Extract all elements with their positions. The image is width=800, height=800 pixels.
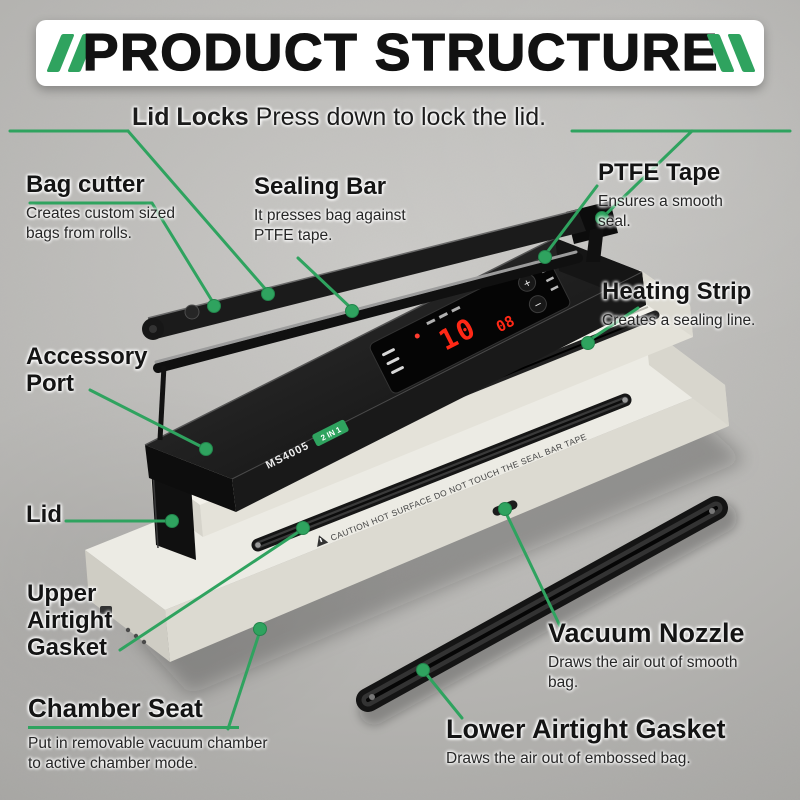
- heating-strip-title: Heating Strip: [602, 278, 752, 305]
- lidlocks-left-pointer: [126, 129, 270, 294]
- body-front-face: [200, 305, 693, 537]
- callout-heating-strip: Heating Strip Creates a sealing line.: [602, 278, 792, 331]
- base-left-face: [85, 550, 170, 662]
- accessory-port-title: Accessory Port: [26, 343, 148, 397]
- body-right-face: [640, 270, 693, 337]
- bag-cutter-title: Bag cutter: [26, 171, 145, 198]
- callout-dot-lid: [165, 514, 179, 528]
- lower-airtight-gasket-desc: Draws the air out of embossed bag.: [446, 750, 691, 768]
- base-port: [100, 606, 112, 614]
- callout-vacuum-nozzle: Vacuum Nozzle Draws the air out of smoot…: [548, 618, 758, 693]
- callout-dots: [165, 211, 609, 677]
- callout-lower-airtight-gasket: Lower Airtight Gasket Draws the air out …: [446, 714, 726, 769]
- lid-front-face: [232, 272, 646, 512]
- gasket-screw: [709, 508, 715, 514]
- callout-lid: Lid: [26, 501, 62, 529]
- base-right-face: [645, 325, 729, 426]
- vent-hole: [125, 627, 131, 633]
- ptfe-tape-strip: [154, 250, 578, 364]
- minus-button: [528, 295, 547, 314]
- callout-lid-locks: Lid Locks Press down to lock the lid.: [132, 103, 546, 132]
- upper-airtight-gasket-title: Upper Airtight Gasket: [27, 580, 113, 661]
- callout-dot-lidlock-left: [261, 287, 275, 301]
- sealing-bar-desc: It presses bag against PTFE tape.: [254, 206, 406, 244]
- callout-dot-bag-cutter: [207, 299, 221, 313]
- hinge-connector: [586, 226, 604, 262]
- ptfe-tape-title: PTFE Tape: [598, 159, 721, 186]
- lidlocks-right-pointer: [600, 129, 694, 220]
- callout-ptfe-tape: PTFE Tape Ensures a smooth seal.: [598, 159, 728, 232]
- panel-surface: [369, 256, 571, 394]
- panel-icon: [545, 276, 555, 283]
- chamber-seat-title: Chamber Seat: [28, 693, 239, 730]
- lower-gasket-pointer: [421, 668, 464, 720]
- callout-lines: [8, 129, 792, 731]
- vent-hole: [141, 639, 147, 645]
- upper-gasket-pointer: [118, 527, 305, 652]
- panel-icon: [426, 318, 436, 326]
- callout-bag-cutter: Bag cutter Creates custom sized bags fro…: [26, 171, 176, 244]
- sealing-bar-title: Sealing Bar: [254, 173, 387, 200]
- ptfe-pointer: [543, 184, 599, 257]
- cutter-bar: [148, 210, 586, 339]
- badge-chip: [312, 419, 349, 447]
- callout-dot-vacuum: [498, 502, 512, 516]
- chamber-pointer: [226, 629, 262, 731]
- lid-title: Lid: [26, 501, 62, 528]
- callout-dot-lidlock-right: [595, 211, 609, 225]
- callout-dot-lower-gasket: [416, 663, 430, 677]
- lid-locks-title: Lid Locks: [132, 103, 249, 131]
- cutter-slider-handle: [184, 304, 200, 320]
- lid-edge-highlight: [231, 271, 643, 480]
- lid-back-edge: [144, 237, 556, 446]
- control-panel: 10 08 + −: [369, 256, 571, 394]
- page-title: PRODUCT STRUCTURE: [82, 23, 719, 82]
- callout-sealing-bar: Sealing Bar It presses bag against PTFE …: [254, 173, 434, 246]
- lower-airtight-gasket-title: Lower Airtight Gasket: [446, 714, 726, 744]
- panel-icon: [391, 366, 404, 374]
- base-top-face: [85, 325, 725, 610]
- upper-airtight-gasket-strip: [251, 393, 632, 552]
- callout-dot-chamber: [253, 622, 267, 636]
- chamber-seat-desc: Put in removable vacuum chamber to activ…: [28, 735, 268, 772]
- callout-chamber-seat: Chamber Seat Put in removable vacuum cha…: [28, 693, 278, 774]
- ptfe-tape-desc: Ensures a smooth seal.: [598, 192, 723, 230]
- callout-dot-upper-gasket: [296, 521, 310, 535]
- vacuum-nozzle-desc: Draws the air out of smooth bag.: [548, 654, 738, 692]
- rail-connector: [157, 365, 167, 441]
- callout-dot-accessory: [199, 442, 213, 456]
- lid-locks-desc: Press down to lock the lid.: [255, 103, 547, 131]
- vacuum-nozzle-title: Vacuum Nozzle: [548, 618, 745, 648]
- bag-cutter-pointer: [28, 201, 216, 306]
- sealing-bar-rail: [153, 250, 583, 441]
- panel-icon: [550, 285, 559, 292]
- accessory-pointer: [88, 388, 208, 451]
- heating-strip-desc: Creates a sealing line.: [602, 311, 756, 329]
- machine-base: CAUTION HOT SURFACE DO NOT TOUCH THE SEA…: [85, 325, 729, 662]
- panel-icon: [386, 357, 400, 366]
- heating-pointer: [586, 306, 640, 343]
- title-banner: PRODUCT STRUCTURE: [36, 20, 764, 86]
- gasket-screw: [369, 694, 375, 700]
- callout-accessory-port: Accessory Port: [26, 343, 156, 398]
- callout-dot-ptfe: [538, 250, 552, 264]
- vacuum-pointer: [503, 509, 562, 628]
- lid-left-face: [145, 445, 236, 512]
- callout-upper-airtight-gasket: Upper Airtight Gasket: [27, 580, 142, 662]
- panel-icon: [438, 312, 449, 319]
- cutter-end-hole: [149, 325, 157, 333]
- callout-dot-heating: [581, 336, 595, 350]
- bag-cutter-desc: Creates custom sized bags from rolls.: [26, 204, 176, 242]
- indicator-led: [414, 333, 420, 339]
- warning-mark: [319, 537, 323, 543]
- cutter-highlight: [147, 209, 579, 319]
- panel-icon: [451, 305, 461, 313]
- sealing-bar-pointer: [296, 256, 354, 311]
- base-front-face: [165, 385, 729, 662]
- bag-cutter-arm: [142, 201, 618, 340]
- callout-dot-sealing-bar: [345, 304, 359, 318]
- panel-icon: [382, 348, 395, 357]
